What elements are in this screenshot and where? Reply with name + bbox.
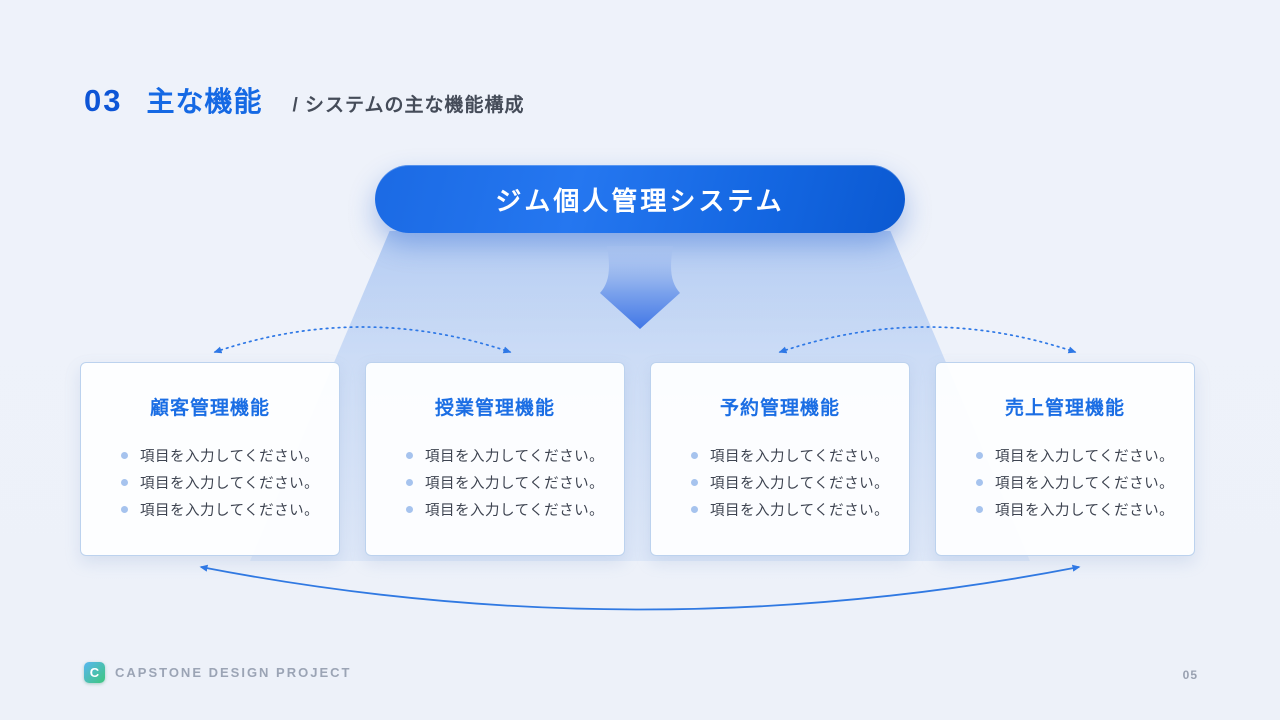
feature-box-title: 予約管理機能	[719, 398, 840, 419]
list-item-text: 項目を入力してください。	[995, 449, 1175, 465]
list-item: 項目を入力してください。	[976, 496, 1180, 523]
list-item-text: 項目を入力してください。	[995, 503, 1175, 519]
list-item: 項目を入力してください。	[406, 442, 610, 469]
bullet-dot-icon	[691, 506, 698, 513]
bullet-dot-icon	[406, 506, 413, 513]
root-node-label: ジム個人管理システム	[495, 185, 785, 216]
brand-text: CAPSTONE DESIGN PROJECT	[115, 665, 352, 680]
feature-box-title: 授業管理機能	[434, 398, 555, 419]
list-item: 項目を入力してください。	[121, 442, 325, 469]
bullet-dot-icon	[406, 452, 413, 459]
feature-box-sales: 売上管理機能 項目を入力してください。 項目を入力してください。 項目を入力して…	[935, 362, 1195, 556]
footer-brand: C CAPSTONE DESIGN PROJECT	[84, 662, 351, 683]
feature-list: 項目を入力してください。 項目を入力してください。 項目を入力してください。	[81, 442, 339, 523]
feature-box-row: 顧客管理機能 項目を入力してください。 項目を入力してください。 項目を入力して…	[80, 362, 1195, 558]
section-title: 主な機能	[146, 86, 263, 117]
feature-box-reservation: 予約管理機能 項目を入力してください。 項目を入力してください。 項目を入力して…	[650, 362, 910, 556]
bullet-dot-icon	[976, 479, 983, 486]
list-item: 項目を入力してください。	[406, 496, 610, 523]
bottom-arc	[199, 564, 1081, 611]
page-number: 05	[1182, 668, 1198, 682]
bullet-dot-icon	[121, 506, 128, 513]
bullet-dot-icon	[691, 452, 698, 459]
capstone-logo-icon: C	[84, 662, 105, 683]
list-item: 項目を入力してください。	[691, 496, 895, 523]
list-item-text: 項目を入力してください。	[710, 476, 890, 492]
feature-box-title: 顧客管理機能	[149, 398, 270, 419]
list-item-text: 項目を入力してください。	[425, 476, 605, 492]
feature-box-class: 授業管理機能 項目を入力してください。 項目を入力してください。 項目を入力して…	[365, 362, 625, 556]
feature-list: 項目を入力してください。 項目を入力してください。 項目を入力してください。	[366, 442, 624, 523]
list-item: 項目を入力してください。	[406, 469, 610, 496]
list-item: 項目を入力してください。	[691, 469, 895, 496]
list-item-text: 項目を入力してください。	[140, 476, 320, 492]
list-item: 項目を入力してください。	[691, 442, 895, 469]
list-item-text: 項目を入力してください。	[710, 503, 890, 519]
bullet-dot-icon	[406, 479, 413, 486]
bullet-dot-icon	[121, 479, 128, 486]
list-item-text: 項目を入力してください。	[425, 503, 605, 519]
root-node: ジム個人管理システム	[375, 165, 905, 233]
feature-box-title: 売上管理機能	[1004, 398, 1125, 419]
bullet-dot-icon	[121, 452, 128, 459]
feature-list: 項目を入力してください。 項目を入力してください。 項目を入力してください。	[651, 442, 909, 523]
list-item-text: 項目を入力してください。	[140, 449, 320, 465]
section-subtitle: / システムの主な機能構成	[292, 95, 525, 116]
slide-header: 03 主な機能 / システムの主な機能構成	[84, 80, 525, 120]
list-item: 項目を入力してください。	[976, 469, 1180, 496]
list-item: 項目を入力してください。	[976, 442, 1180, 469]
list-item-text: 項目を入力してください。	[140, 503, 320, 519]
feature-box-customer: 顧客管理機能 項目を入力してください。 項目を入力してください。 項目を入力して…	[80, 362, 340, 556]
list-item-text: 項目を入力してください。	[995, 476, 1175, 492]
feature-list: 項目を入力してください。 項目を入力してください。 項目を入力してください。	[936, 442, 1194, 523]
list-item: 項目を入力してください。	[121, 496, 325, 523]
list-item-text: 項目を入力してください。	[425, 449, 605, 465]
section-number: 03	[84, 83, 123, 118]
list-item-text: 項目を入力してください。	[710, 449, 890, 465]
bullet-dot-icon	[691, 479, 698, 486]
list-item: 項目を入力してください。	[121, 469, 325, 496]
bullet-dot-icon	[976, 506, 983, 513]
bullet-dot-icon	[976, 452, 983, 459]
